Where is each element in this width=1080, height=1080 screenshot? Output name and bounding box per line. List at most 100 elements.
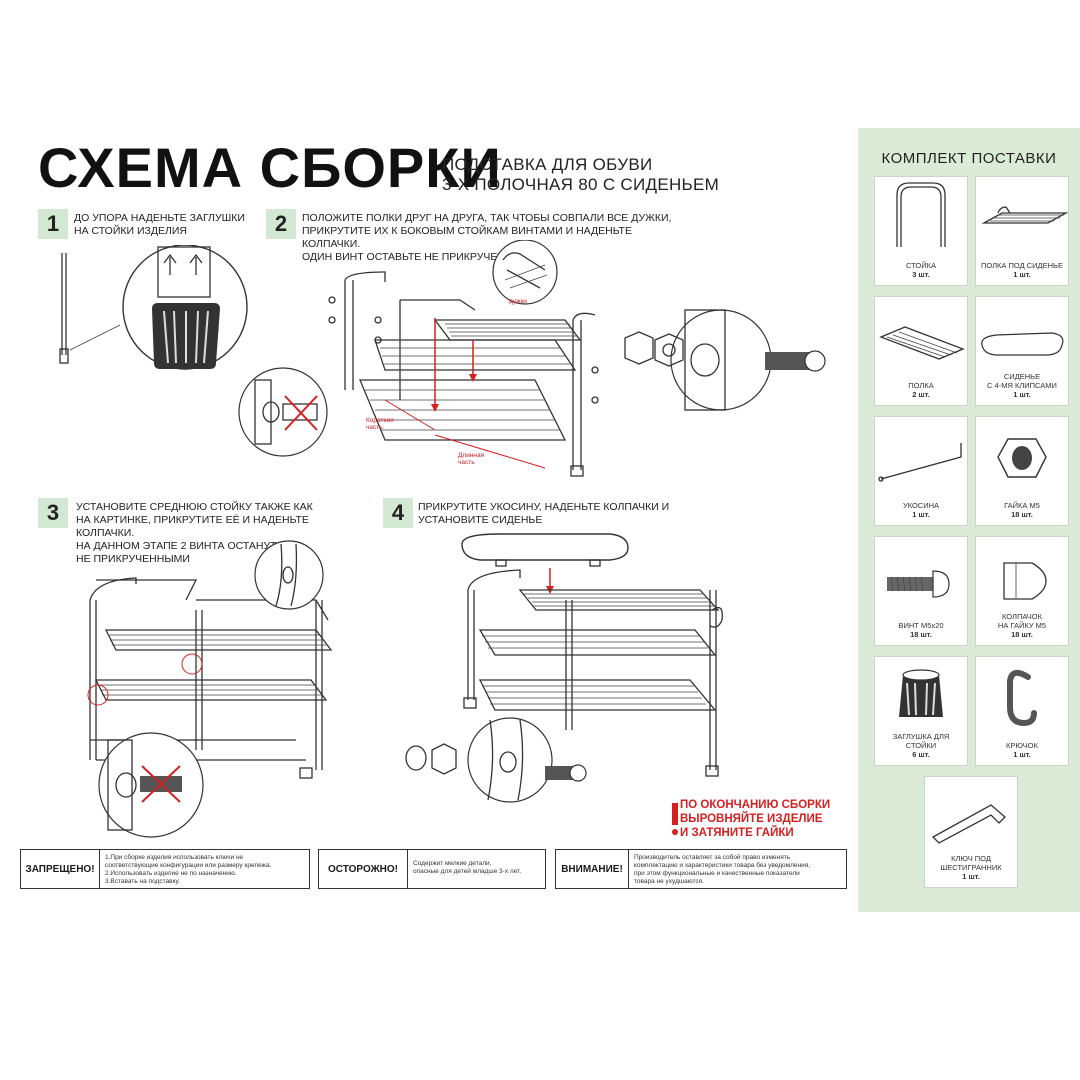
step-4-illustration [405, 533, 723, 803]
kit-item-caption: ПОЛКА 2 шт. [875, 381, 967, 399]
kit-item-name: КОЛПАЧОК [1002, 612, 1042, 621]
kit-item-caption: ЗАГЛУШКА ДЛЯ СТОЙКИ 6 шт. [875, 732, 967, 759]
rack-step-3-drawing [87, 577, 333, 779]
kit-item-name: ВИНТ М5х20 [898, 621, 944, 630]
kit-item-name: ПОЛКА [908, 381, 934, 390]
step-1-line: ДО УПОРА НАДЕНЬТЕ ЗАГЛУШКИ [74, 212, 245, 224]
warning-box-forbidden: ЗАПРЕЩЕНО! 1.При сборке изделия использо… [20, 849, 310, 889]
kit-item-name-2: НА ГАЙКУ М5 [997, 621, 1047, 630]
step-2-line: ПРИКРУТИТЕ ИХ К БОКОВЫМ СТОЙКАМ ВИНТАМИ … [302, 225, 632, 250]
step-4-text: ПРИКРУТИТЕ УКОСИНУ, НАДЕНЬТЕ КОЛПАЧКИ И … [418, 501, 718, 527]
step-2-line: ОДИН ВИНТ ОСТАВЬТЕ НЕ ПРИКРУЧЕННЫМ [302, 251, 531, 263]
kit-item-caption: СИДЕНЬЕ С 4-МЯ КЛИПСАМИ 1 шт. [976, 372, 1068, 399]
shelf-icon [879, 326, 965, 360]
warning-box-attention: ВНИМАНИЕ! Производитель оставляет за соб… [555, 849, 847, 889]
hex-key-icon [931, 804, 1006, 844]
zoom-circle-right [670, 309, 826, 411]
kit-item-qty: 1 шт. [1013, 390, 1031, 399]
kit-item-card: КЛЮЧ ПОД ШЕСТИГРАННИК 1 шт. [924, 776, 1018, 888]
kit-item-qty: 6 шт. [912, 750, 930, 759]
short-part-line: часть [366, 424, 383, 431]
kit-item-name: ПОЛКА ПОД СИДЕНЬЕ [981, 261, 1063, 270]
hook-icon [1007, 669, 1037, 727]
warning-text: 1.При сборке изделия использовать ключи … [105, 854, 305, 886]
step-3-illustration [87, 540, 333, 838]
finish-note-line: ПО ОКОНЧАНИЮ СБОРКИ [680, 799, 831, 811]
kit-item-name: ГАЙКА М5 [1004, 501, 1040, 510]
rack-assembly-drawing [328, 271, 599, 477]
step-2-illustration [238, 240, 826, 477]
brace-icon [878, 443, 962, 482]
subtitle-line-2: 3-Х ПОЛОЧНАЯ 80 С СИДЕНЬЕМ [442, 175, 720, 194]
kit-item-card: ГАЙКА М5 18 шт. [975, 416, 1069, 526]
warning-text: Производитель оставляет за собой право и… [634, 854, 844, 886]
kit-item-card: ВИНТ М5х20 18 шт. [874, 536, 968, 646]
warning-line: комплектацию и характеристики товара без… [634, 862, 811, 869]
nut-cap-step4 [405, 743, 457, 775]
step-3-line: НА ДАННОМ ЭТАПЕ 2 ВИНТА ОСТАНУТСЯ [76, 540, 292, 552]
kit-item-card: УКОСИНА 1 шт. [874, 416, 968, 526]
kit-item-card: КРЮЧОК 1 шт. [975, 656, 1069, 766]
kit-item-card: ПОЛКА 2 шт. [874, 296, 968, 406]
step-4-line: УСТАНОВИТЕ СИДЕНЬЕ [418, 514, 543, 526]
kit-item-name: ЗАГЛУШКА ДЛЯ [892, 732, 950, 741]
kit-item-qty: 3 шт. [912, 270, 930, 279]
kit-item-qty: 2 шт. [912, 390, 930, 399]
warning-label: ОСТОРОЖНО! [319, 850, 408, 888]
kit-item-qty: 1 шт. [1013, 750, 1031, 759]
long-part-label: Длинная часть [458, 452, 484, 466]
zoom-circle-step3-bottom [98, 732, 204, 838]
kit-item-name-2: С 4-МЯ КЛИПСАМИ [987, 381, 1057, 390]
step-4-number: 4 [383, 498, 413, 528]
long-part-line: часть [458, 459, 475, 466]
kit-item-name: УКОСИНА [902, 501, 940, 510]
cap-icon [1003, 562, 1047, 600]
kit-item-caption: УКОСИНА 1 шт. [875, 501, 967, 519]
step-2-text: ПОЛОЖИТЕ ПОЛКИ ДРУГ НА ДРУГА, ТАК ЧТОБЫ … [302, 212, 682, 264]
kit-item-caption: КОЛПАЧОК НА ГАЙКУ М5 18 шт. [976, 612, 1068, 639]
step-2-number: 2 [266, 209, 296, 239]
short-part-label: Короткая часть [366, 417, 394, 431]
short-part-line: Короткая [366, 417, 394, 424]
kit-item-card: КОЛПАЧОК НА ГАЙКУ М5 18 шт. [975, 536, 1069, 646]
kit-item-name-2: ШЕСТИГРАННИК [940, 863, 1002, 872]
warning-line: Производитель оставляет за собой право и… [634, 854, 791, 861]
warning-line: 2.Использовать изделие не по назначению. [105, 870, 237, 877]
warning-label: ЗАПРЕЩЕНО! [21, 850, 100, 888]
kit-item-caption: ГАЙКА М5 18 шт. [976, 501, 1068, 519]
kit-item-name: СИДЕНЬЕ [1003, 372, 1041, 381]
kit-item-qty: 18 шт. [1011, 630, 1033, 639]
step-1-illustration [59, 245, 248, 370]
dujki-label: дужки [509, 298, 527, 305]
step-3-number: 3 [38, 498, 68, 528]
seat-shelf-icon [981, 206, 1068, 224]
kit-item-card: ЗАГЛУШКА ДЛЯ СТОЙКИ 6 шт. [874, 656, 968, 766]
kit-item-qty: 18 шт. [1011, 510, 1033, 519]
warning-line: соответствующие конфигурации или размеру… [105, 862, 272, 869]
rack-post-icon [896, 182, 946, 247]
warning-label: ВНИМАНИЕ! [556, 850, 629, 888]
seat-icon [981, 332, 1064, 356]
page-subtitle: ПОДСТАВКА ДЛЯ ОБУВИ 3-Х ПОЛОЧНАЯ 80 С СИ… [442, 155, 719, 195]
step-3-line: УСТАНОВИТЕ СРЕДНЮЮ СТОЙКУ ТАКЖЕ КАК [76, 501, 313, 513]
long-part-line: Длинная [458, 452, 485, 459]
kit-item-caption: ПОЛКА ПОД СИДЕНЬЕ 1 шт. [976, 261, 1068, 279]
warning-line: опасные для детей младше 3-х лет. [413, 868, 522, 875]
warning-line: Содержит мелкие детали, [413, 860, 492, 867]
nut-icon [997, 438, 1047, 478]
kit-item-card: СИДЕНЬЕ С 4-МЯ КЛИПСАМИ 1 шт. [975, 296, 1069, 406]
kit-item-name: КЛЮЧ ПОД [951, 854, 991, 863]
kit-item-caption: КЛЮЧ ПОД ШЕСТИГРАННИК 1 шт. [925, 854, 1017, 881]
finish-note-line: И ЗАТЯНИТЕ ГАЙКИ [680, 827, 794, 839]
kit-item-card: СТОЙКА 3 шт. [874, 176, 968, 286]
kit-item-card: ПОЛКА ПОД СИДЕНЬЕ 1 шт. [975, 176, 1069, 286]
nut-and-cap-parts [624, 331, 684, 367]
warning-box-caution: ОСТОРОЖНО! Содержит мелкие детали, опасн… [318, 849, 546, 889]
zoom-circle-step3-top [254, 540, 324, 610]
warning-line: товара не ухудшаются. [634, 878, 704, 885]
kit-item-caption: ВИНТ М5х20 18 шт. [875, 621, 967, 639]
step-3-line: НА КАРТИНКЕ, ПРИКРУТИТЕ ЕЁ И НАДЕНЬТЕ КО… [76, 514, 309, 539]
page-title: СХЕМА СБОРКИ [38, 136, 502, 199]
warning-line: 3.Вставать на подставку. [105, 878, 180, 885]
step-1-line: НА СТОЙКИ ИЗДЕЛИЯ [74, 225, 187, 237]
